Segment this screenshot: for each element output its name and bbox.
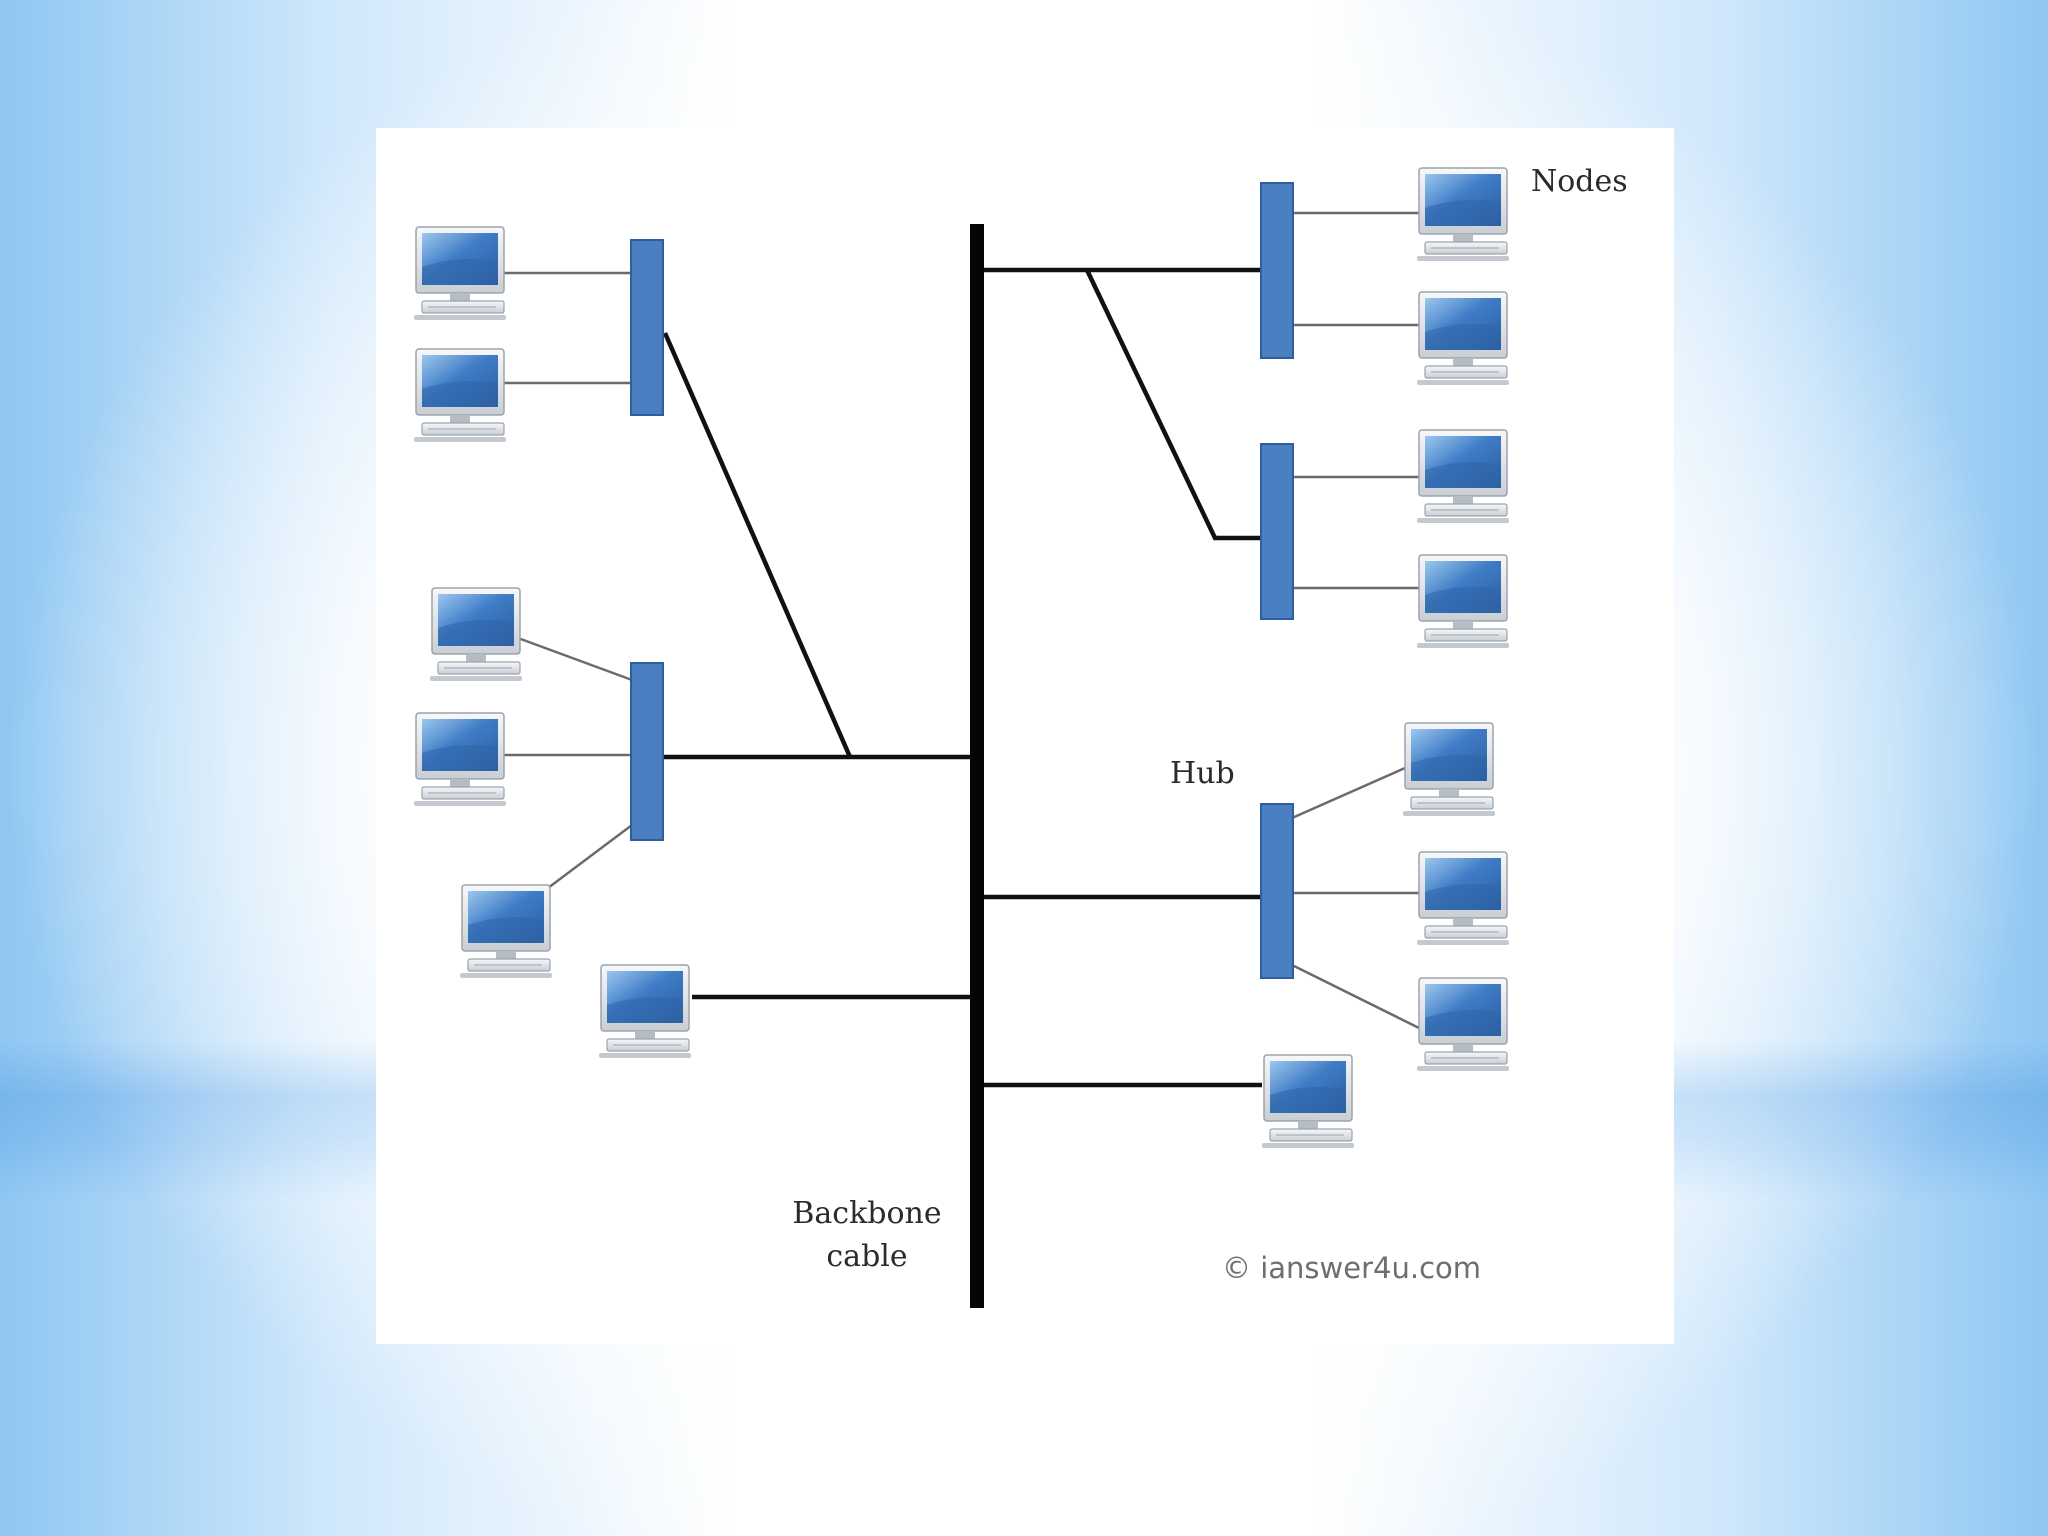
node-cable bbox=[1291, 766, 1406, 820]
hub bbox=[1260, 443, 1294, 620]
hub bbox=[1260, 803, 1294, 979]
node-cable bbox=[517, 636, 633, 682]
desktop-computer-icon bbox=[1416, 977, 1510, 1072]
hub bbox=[630, 239, 664, 416]
branch-cable bbox=[662, 332, 853, 758]
hub-label: Hub bbox=[1170, 756, 1235, 791]
branch-cable bbox=[1084, 269, 1262, 541]
desktop-computer-icon bbox=[1416, 554, 1510, 649]
desktop-computer-icon bbox=[1261, 1054, 1355, 1149]
backbone-cable bbox=[970, 224, 984, 1308]
desktop-computer-icon bbox=[598, 964, 692, 1059]
desktop-computer-icon bbox=[413, 712, 507, 807]
node-cable bbox=[1291, 963, 1420, 1030]
desktop-computer-icon bbox=[413, 348, 507, 443]
desktop-computer-icon bbox=[1416, 167, 1510, 262]
backbone-label-line1: Backbone bbox=[792, 1196, 941, 1231]
copyright-credit: © ianswer4u.com bbox=[1222, 1251, 1481, 1285]
desktop-computer-icon bbox=[459, 884, 553, 979]
desktop-computer-icon bbox=[429, 587, 523, 682]
hub bbox=[1260, 182, 1294, 359]
backbone-label-line2: cable bbox=[826, 1239, 907, 1274]
desktop-computer-icon bbox=[1402, 722, 1496, 817]
hub bbox=[630, 662, 664, 841]
node-cables bbox=[503, 211, 1420, 1030]
nodes-label: Nodes bbox=[1531, 164, 1628, 199]
computers bbox=[413, 167, 1510, 1149]
desktop-computer-icon bbox=[1416, 429, 1510, 524]
backbone-branches bbox=[662, 267, 1262, 1088]
desktop-computer-icon bbox=[1416, 851, 1510, 946]
desktop-computer-icon bbox=[413, 226, 507, 321]
hubs bbox=[630, 182, 1294, 979]
node-cable bbox=[547, 824, 633, 889]
desktop-computer-icon bbox=[1416, 291, 1510, 386]
